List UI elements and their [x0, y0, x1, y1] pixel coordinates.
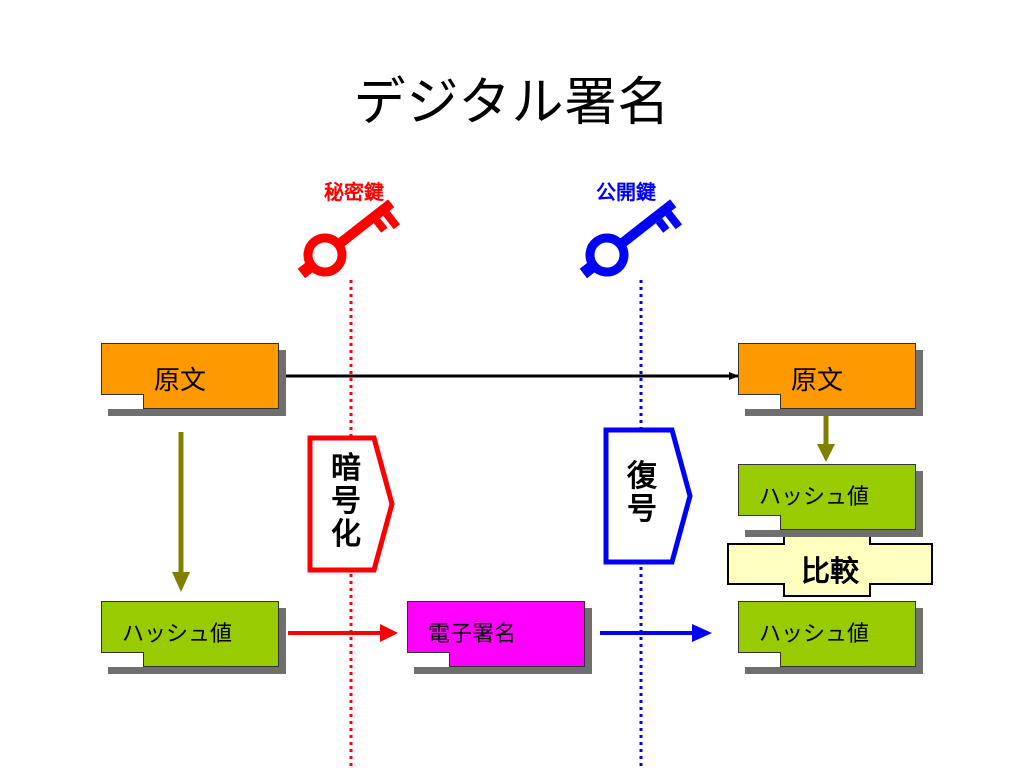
page-fold	[407, 652, 450, 667]
decrypt-label: 復 号	[622, 460, 662, 526]
decrypt-shape	[603, 427, 693, 565]
source-box-left-label: 原文	[154, 366, 207, 396]
decrypt-char: 復	[627, 459, 657, 494]
compare-shape	[727, 531, 933, 597]
hash-box-left: ハッシュ値	[101, 601, 279, 667]
encrypt-char: 暗	[331, 451, 361, 486]
page-fold	[101, 652, 144, 667]
public-key-icon	[579, 199, 683, 279]
encrypt-label: 暗 号 化	[326, 452, 366, 551]
arrow-head-signature	[380, 624, 398, 642]
public-key-label: 公開鍵	[596, 180, 656, 204]
page-title: デジタル署名	[353, 73, 671, 133]
decrypt-char: 号	[627, 492, 657, 527]
hash-box-left-label: ハッシュ値	[122, 622, 233, 647]
page-fold	[101, 394, 144, 409]
page-fold	[738, 515, 781, 530]
signature-box-label: 電子署名	[428, 622, 517, 647]
page-fold	[738, 394, 781, 409]
source-box-right: 原文	[738, 343, 916, 409]
encrypt-shape	[307, 435, 395, 573]
arrow-head-hash-right-bottom	[692, 624, 712, 642]
private-key-label: 秘密鍵	[324, 180, 384, 204]
hash-box-right-top: ハッシュ値	[738, 464, 916, 530]
arrow-head-hash-left	[172, 572, 190, 592]
compare-label: 比較	[800, 554, 859, 588]
arrow-head-hash-right	[817, 444, 835, 462]
hash-box-right-bottom-label: ハッシュ値	[759, 622, 870, 647]
encrypt-char: 化	[331, 517, 361, 552]
hash-box-right-bottom: ハッシュ値	[738, 601, 916, 667]
signature-box: 電子署名	[407, 601, 585, 667]
page-fold	[738, 652, 781, 667]
source-box-left: 原文	[101, 343, 279, 409]
encrypt-char: 号	[331, 484, 361, 519]
source-box-right-label: 原文	[791, 366, 844, 396]
hash-box-right-top-label: ハッシュ値	[759, 485, 870, 510]
private-key-icon	[297, 199, 401, 279]
